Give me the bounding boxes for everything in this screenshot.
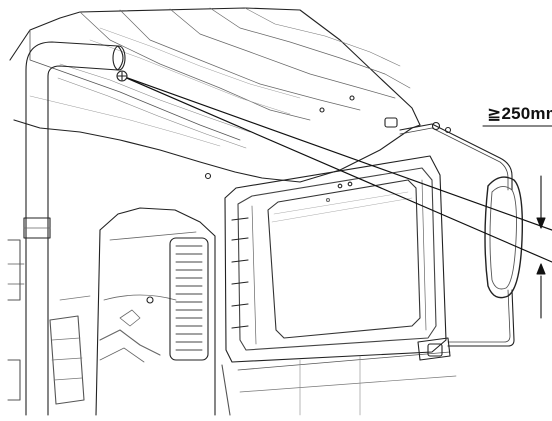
- left-side-panel: [7, 239, 91, 405]
- cab-door-frame: [221, 155, 457, 416]
- dimension-value: 250mm: [501, 104, 552, 123]
- greater-equal-symbol: ≧: [487, 104, 502, 124]
- cab-roof: [9, 7, 421, 183]
- front-pillar: [95, 207, 216, 416]
- eye-point-marker: [116, 70, 128, 82]
- sight-lines: [121, 75, 552, 263]
- mirror-assembly: [399, 121, 524, 361]
- exhaust-pipe: [23, 41, 126, 416]
- clearance-dimension-label: ≧250mm: [487, 104, 552, 124]
- dimension-indicator: [482, 125, 552, 319]
